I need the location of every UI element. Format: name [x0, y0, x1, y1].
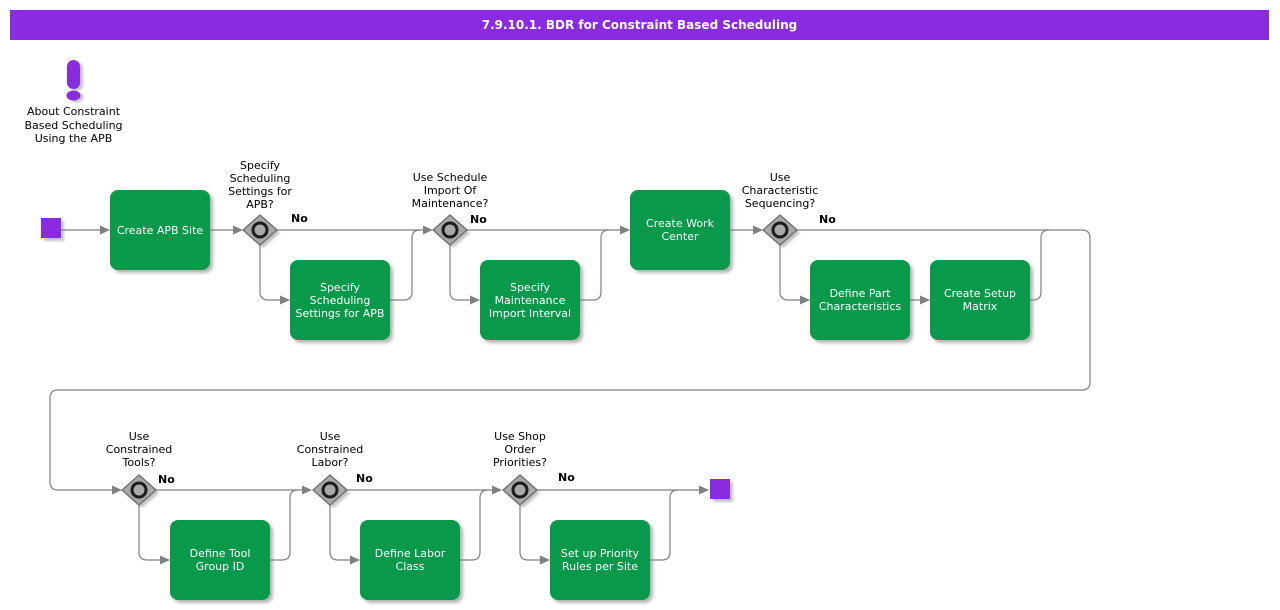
- task-create-work-center[interactable]: Create Work Center: [630, 190, 730, 270]
- diagram-title-bar: 7.9.10.1. BDR for Constraint Based Sched…: [10, 10, 1269, 40]
- decision-specify-scheduling-settings-node: [242, 214, 278, 246]
- connector-decision5-yes-to-define-labor-class: [329, 505, 360, 565]
- connector-decision3-yes-to-define-part-characteristics: [779, 245, 810, 305]
- no-branch-label-decision2: No: [470, 213, 487, 226]
- end-node: [710, 479, 730, 499]
- connector-set-up-priority-merge: [650, 489, 679, 561]
- decision-nodes: [121, 214, 798, 506]
- decision-question-use-characteristic-sequencing: Use Characteristic Sequencing?: [741, 171, 819, 210]
- decision-question-use-constrained-labor: Use Constrained Labor?: [296, 430, 364, 469]
- connector-decision2-yes-to-specify-maintenance: [449, 245, 480, 305]
- task-set-up-priority-rules[interactable]: Set up Priority Rules per Site: [550, 520, 650, 600]
- task-define-part-characteristics[interactable]: Define Part Characteristics: [810, 260, 910, 340]
- task-specify-maintenance-import-interval[interactable]: Specify Maintenance Import Interval: [480, 260, 580, 340]
- task-create-setup-matrix[interactable]: Create Setup Matrix: [930, 260, 1030, 340]
- connector-specify-scheduling-merge: [390, 229, 421, 301]
- decision-question-use-constrained-tools: Use Constrained Tools?: [105, 430, 173, 469]
- decision-use-constrained-tools-node: [121, 474, 157, 506]
- no-branch-label-decision4: No: [158, 473, 175, 486]
- no-branch-label-decision3: No: [819, 213, 836, 226]
- task-define-labor-class[interactable]: Define Labor Class: [360, 520, 460, 600]
- connector-decision4-yes-to-define-tool-group: [138, 505, 170, 565]
- connector-decision6-yes-to-set-up-priority: [519, 505, 550, 565]
- decision-use-characteristic-sequencing-node: [762, 214, 798, 246]
- decision-question-use-shop-order-priorities: Use Shop Order Priorities?: [492, 430, 548, 469]
- decision-use-constrained-labor-node: [312, 474, 348, 506]
- no-branch-label-decision1: No: [291, 212, 308, 225]
- task-create-apb-site[interactable]: Create APB Site: [110, 190, 210, 270]
- connector-define-tool-group-merge: [270, 489, 299, 561]
- decision-use-shop-order-priorities-node: [502, 474, 538, 506]
- task-define-tool-group-id[interactable]: Define Tool Group ID: [170, 520, 270, 600]
- decision-question-use-schedule-import: Use Schedule Import Of Maintenance?: [411, 171, 489, 210]
- connector-decision3-no-wrap-to-decision4: [49, 229, 1091, 495]
- start-node: [41, 218, 61, 238]
- diagram-title: 7.9.10.1. BDR for Constraint Based Sched…: [481, 18, 798, 32]
- exclamation-icon[interactable]: [66, 60, 81, 101]
- no-branch-label-decision5: No: [356, 472, 373, 485]
- task-specify-scheduling-settings[interactable]: Specify Scheduling Settings for APB: [290, 260, 390, 340]
- connector-specify-maintenance-merge: [580, 229, 610, 301]
- no-branch-label-decision6: No: [558, 471, 575, 484]
- connector-define-labor-class-merge: [460, 489, 489, 561]
- connector-create-setup-matrix-merge: [1030, 229, 1050, 301]
- connector-lines: [49, 225, 1091, 565]
- decision-use-schedule-import-node: [432, 214, 468, 246]
- note-label: About Constraint Based Scheduling Using …: [24, 105, 123, 145]
- decision-question-specify-scheduling: Specify Scheduling Settings for APB?: [228, 159, 292, 211]
- connector-decision1-yes-to-specify-scheduling: [259, 245, 290, 305]
